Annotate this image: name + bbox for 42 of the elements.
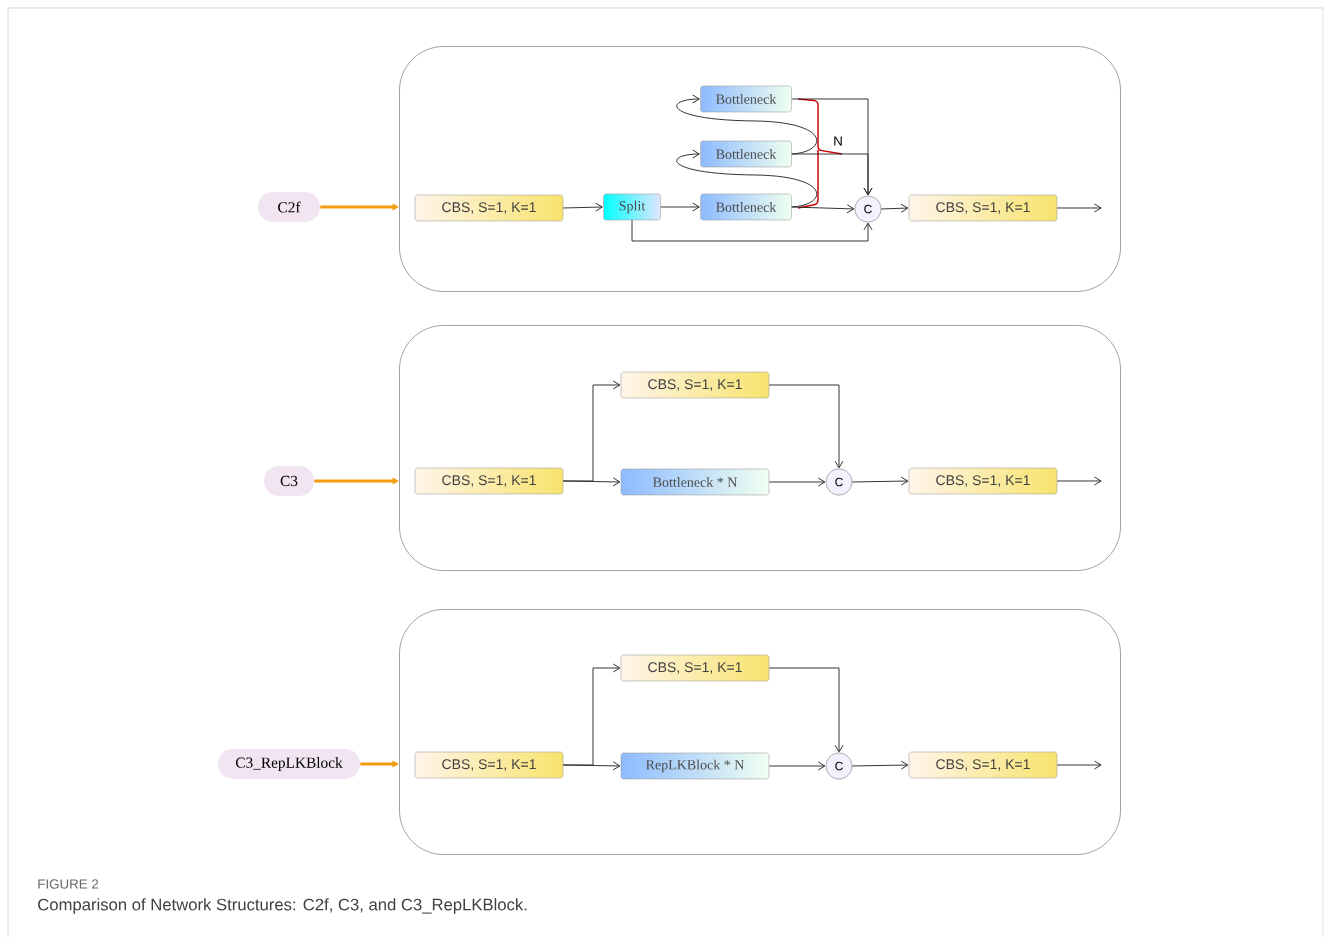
- arrow: [660, 202, 700, 212]
- arrow: [562, 761, 621, 771]
- arrow: [768, 667, 844, 753]
- process-box: Bottleneck: [700, 140, 792, 168]
- arrow: [1056, 476, 1102, 486]
- process-box: CBS, S=1, K=1: [414, 467, 564, 495]
- process-box: Bottleneck: [700, 193, 792, 221]
- figure-number: FIGURE 2: [38, 879, 99, 889]
- process-box: RepLKBlock * N: [620, 752, 770, 780]
- process-box: CBS, S=1, K=1: [908, 467, 1058, 495]
- section-label: C3_RepLKBlock: [218, 749, 360, 779]
- process-box: Bottleneck: [700, 85, 792, 113]
- process-box: CBS, S=1, K=1: [414, 751, 564, 779]
- arrow: [562, 477, 621, 487]
- section-label: C3: [264, 466, 314, 496]
- process-box: CBS, S=1, K=1: [620, 371, 770, 399]
- arrow: [631, 219, 873, 242]
- process-box: Bottleneck * N: [620, 468, 770, 496]
- caption: Comparison of Network Structures: C2f, C3, and C3_RepLKBlock.: [38, 898, 527, 914]
- section-label: C2f: [258, 192, 320, 222]
- panel-frame: [399, 325, 1121, 571]
- arrow: [851, 760, 909, 770]
- brace-label: N: [834, 136, 842, 146]
- arrow: [880, 203, 909, 213]
- arrow: [562, 202, 603, 212]
- arrow: [1056, 203, 1102, 213]
- arrow: [791, 153, 873, 196]
- arrow: [676, 149, 818, 208]
- panel-frame: [399, 46, 1121, 292]
- arrow: [676, 94, 818, 155]
- process-box: CBS, S=1, K=1: [620, 654, 770, 682]
- arrow: [768, 761, 826, 771]
- arrow: [851, 476, 909, 486]
- panel-frame: [399, 609, 1121, 855]
- arrow: [768, 384, 844, 469]
- arrow: [768, 477, 826, 487]
- arrow: [1056, 760, 1102, 770]
- process-box: CBS, S=1, K=1: [908, 751, 1058, 779]
- process-box: CBS, S=1, K=1: [414, 194, 564, 222]
- arrow: [791, 204, 855, 214]
- process-box: CBS, S=1, K=1: [908, 194, 1058, 222]
- process-box: Split: [603, 193, 661, 221]
